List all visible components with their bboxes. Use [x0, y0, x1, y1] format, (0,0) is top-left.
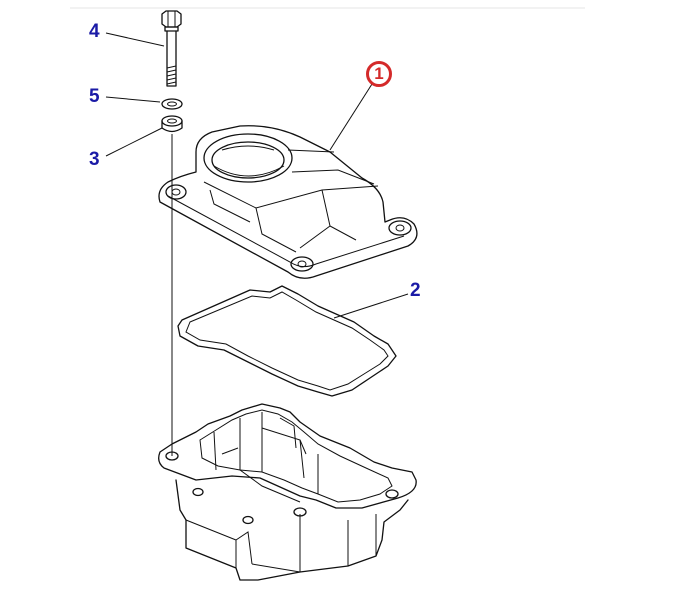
leader-washer: [105, 96, 161, 103]
cover-part: [158, 125, 418, 279]
leader-bolt: [105, 32, 165, 47]
bolt-part: [161, 10, 182, 87]
callout-cover-number[interactable]: 1: [366, 61, 392, 87]
leader-gasket: [333, 293, 409, 319]
callout-bolt-number[interactable]: 4: [89, 21, 100, 42]
callout-gasket-number[interactable]: 2: [410, 280, 421, 301]
spacer-part: [161, 115, 183, 133]
leader-cover: [329, 83, 373, 151]
oil-pan-part: [158, 403, 417, 581]
washer-part: [161, 98, 183, 110]
callout-washer-number[interactable]: 5: [89, 86, 100, 107]
callout-spacer-number[interactable]: 3: [89, 149, 100, 170]
gasket-part: [177, 285, 397, 397]
leader-spacer: [105, 127, 163, 157]
